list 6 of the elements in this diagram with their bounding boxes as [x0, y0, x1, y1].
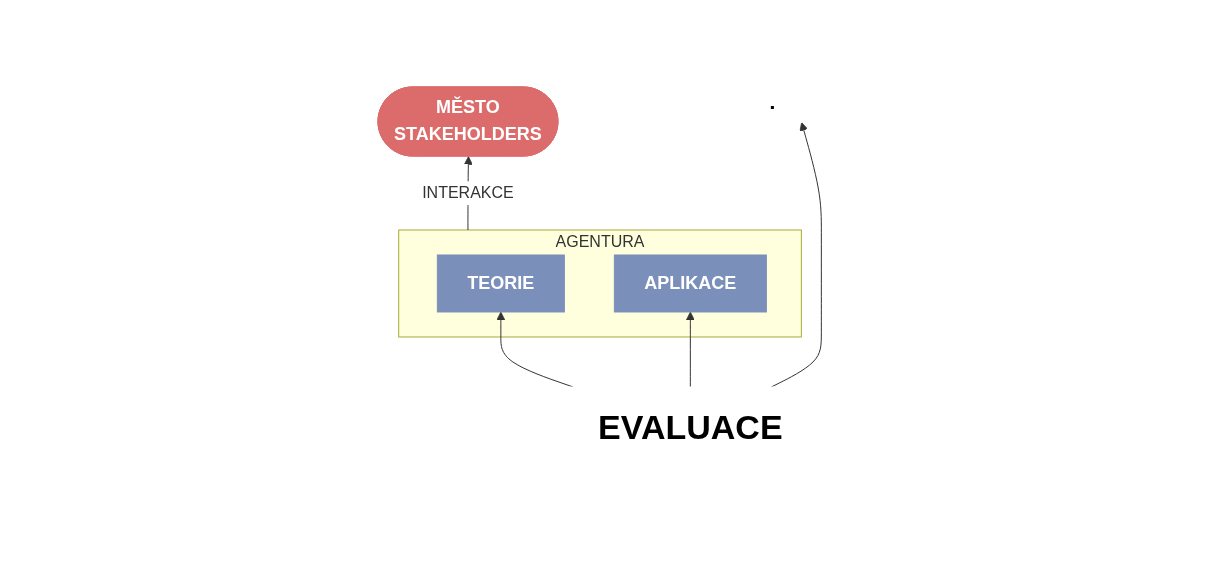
arrow — [771, 122, 823, 388]
node-box: APLIKACE — [614, 254, 768, 313]
edge-label: INTERAKCE — [422, 184, 515, 202]
node-text: EVALUACE — [598, 407, 783, 446]
arrow — [686, 311, 696, 388]
node-box: TEORIE — [437, 254, 566, 313]
